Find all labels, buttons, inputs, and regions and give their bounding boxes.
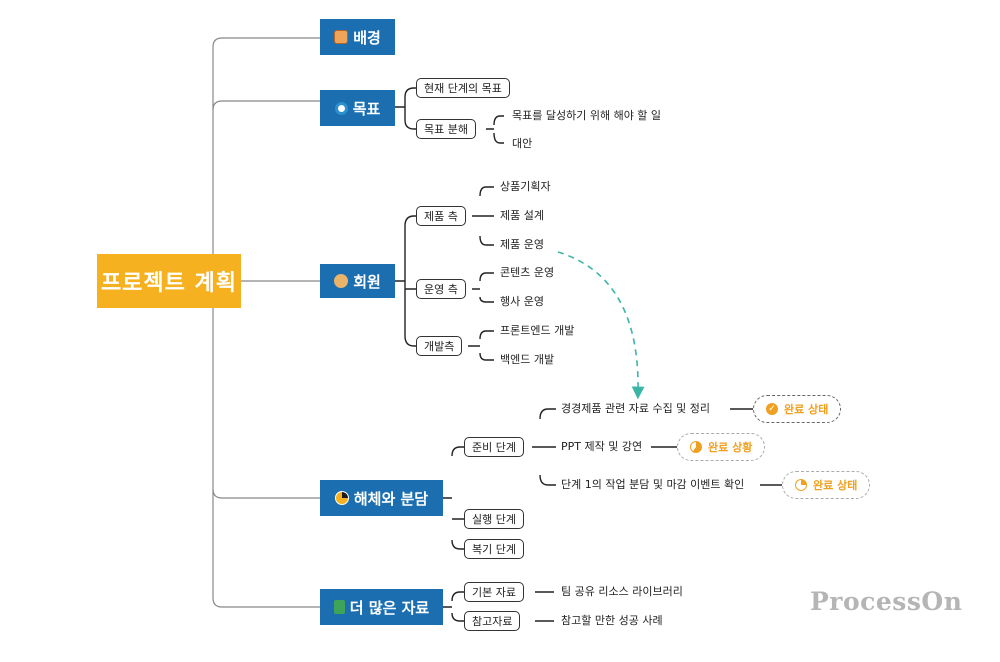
- branch-background[interactable]: 배경: [320, 19, 395, 55]
- branch-goal-label: 목표: [352, 99, 381, 118]
- leaf-goal-alternative[interactable]: 대안: [512, 137, 533, 150]
- branch-members-label: 회원: [353, 272, 381, 291]
- leaf-success-cases[interactable]: 참고할 만한 성공 사례: [561, 614, 663, 627]
- dashed-arrow: [557, 251, 645, 400]
- status-badge-2[interactable]: 완료 상황: [677, 433, 766, 461]
- status-badge-1-label: 완료 상태: [784, 403, 829, 416]
- box-icon: [334, 30, 349, 44]
- topic-ops-side[interactable]: 운영 측: [416, 279, 466, 299]
- leaf-backend-dev[interactable]: 백엔드 개발: [500, 353, 555, 366]
- status-badge-2-label: 완료 상황: [708, 441, 753, 454]
- branch-members[interactable]: 회원: [320, 264, 395, 298]
- target-icon: [334, 101, 348, 115]
- leaf-content-ops[interactable]: 콘텐츠 운영: [500, 266, 555, 279]
- leaf-goal-todo[interactable]: 목표를 달성하기 위해 해야 할 일: [512, 109, 662, 122]
- branch-breakdown-roles[interactable]: 해체와 분담: [320, 480, 443, 516]
- leaf-product-design[interactable]: 제품 설계: [500, 209, 544, 222]
- branch-more-resources-label: 더 많은 자료: [349, 598, 430, 617]
- pie-chart-icon: [334, 491, 349, 505]
- topic-review-stage[interactable]: 복기 단계: [464, 539, 524, 559]
- status-badge-3[interactable]: 완료 상태: [782, 471, 871, 499]
- topic-basic-resources[interactable]: 기본 자료: [464, 582, 524, 602]
- book-icon: [333, 600, 345, 614]
- leaf-frontend-dev[interactable]: 프론트엔드 개발: [500, 324, 575, 337]
- branch-background-label: 배경: [353, 28, 381, 47]
- topic-reference[interactable]: 참고자료: [464, 611, 521, 631]
- leaf-event-ops[interactable]: 행사 운영: [500, 295, 544, 308]
- trunk-vertical: [212, 37, 320, 608]
- branch-more-resources[interactable]: 더 많은 자료: [320, 589, 443, 625]
- topic-prep-stage[interactable]: 준비 단계: [464, 437, 524, 457]
- leaf-product-planner[interactable]: 상품기획자: [500, 180, 551, 193]
- leaf-team-library[interactable]: 팀 공유 리소스 라이브러리: [561, 585, 683, 598]
- topic-exec-stage[interactable]: 실행 단계: [464, 509, 524, 529]
- root-topic[interactable]: 프로젝트 계획: [97, 254, 241, 308]
- quarter-pie-icon: [795, 479, 807, 491]
- check-circle-icon: ✓: [766, 403, 778, 415]
- topic-current-goal[interactable]: 현재 단계의 목표: [416, 78, 510, 98]
- leaf-product-ops[interactable]: 제품 운영: [500, 238, 544, 251]
- status-badge-3-label: 완료 상태: [813, 479, 858, 492]
- topic-goal-breakdown[interactable]: 목표 분해: [416, 119, 476, 139]
- topic-product-side[interactable]: 제품 측: [416, 206, 466, 226]
- processon-watermark: ProcessOn: [810, 587, 963, 616]
- leaf-prep-task-1[interactable]: 경경제품 관련 자료 수집 및 정리: [561, 402, 711, 415]
- branch-breakdown-roles-label: 해체와 분담: [353, 489, 429, 508]
- status-badge-1[interactable]: ✓ 완료 상태: [753, 395, 842, 423]
- face-icon: [334, 274, 349, 288]
- leaf-prep-task-2[interactable]: PPT 제작 및 강연: [561, 440, 643, 453]
- leaf-prep-task-3[interactable]: 단계 1의 작업 분담 및 마감 이벤트 확인: [561, 478, 745, 491]
- half-pie-icon: [690, 441, 702, 453]
- branch-goal[interactable]: 목표: [320, 90, 395, 126]
- topic-dev-side[interactable]: 개발측: [416, 336, 463, 356]
